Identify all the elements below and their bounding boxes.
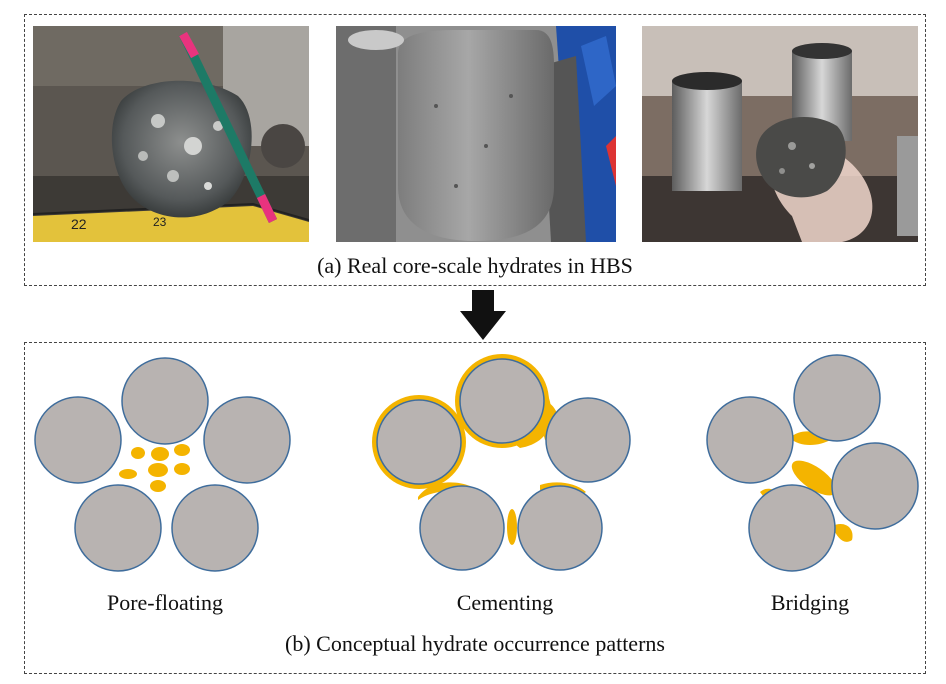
svg-text:23: 23 (153, 215, 167, 229)
panel-conceptual-patterns (24, 342, 926, 674)
sand-grain (376, 399, 462, 485)
sand-grain (34, 396, 122, 484)
label-pore-floating: Pore-floating (106, 590, 224, 615)
panel-b-caption: (b) Conceptual hydrate occurrence patter… (285, 631, 665, 656)
label-cementing: Cementing (456, 590, 554, 615)
core-photo-1: 22 23 (33, 26, 309, 242)
hydrate-particle (148, 463, 168, 477)
hydrate-particle (119, 469, 137, 479)
sand-grain (793, 354, 881, 442)
label-bridging: Bridging (770, 590, 850, 615)
panel-a-caption: (a) Real core-scale hydrates in HBS (317, 253, 633, 278)
pattern-pore-floating (34, 357, 291, 572)
sand-grain (171, 484, 259, 572)
hydrate-coating (507, 509, 517, 545)
hydrate-particle (131, 447, 145, 459)
sand-grain (459, 358, 545, 444)
sand-grain (517, 485, 603, 571)
sand-grain (545, 397, 631, 483)
panel-real-core-hydrates (24, 14, 926, 286)
pattern-cementing (372, 354, 631, 571)
hydrate-bridge (832, 523, 853, 542)
hydrate-particle (174, 444, 190, 456)
pattern-bridging (706, 354, 919, 572)
sand-grain (419, 485, 505, 571)
sand-grain (706, 396, 794, 484)
sand-grain (748, 484, 836, 572)
svg-text:22: 22 (71, 216, 87, 232)
core-photo-2 (336, 26, 616, 242)
sand-grain (121, 357, 209, 445)
sand-grain (831, 442, 919, 530)
hydrate-particle (151, 447, 169, 461)
hydrate-particle (174, 463, 190, 475)
hydrate-bridge (791, 460, 837, 496)
sand-grain (74, 484, 162, 572)
sand-grain (203, 396, 291, 484)
hydrate-particle (150, 480, 166, 492)
core-photo-3 (642, 26, 918, 242)
